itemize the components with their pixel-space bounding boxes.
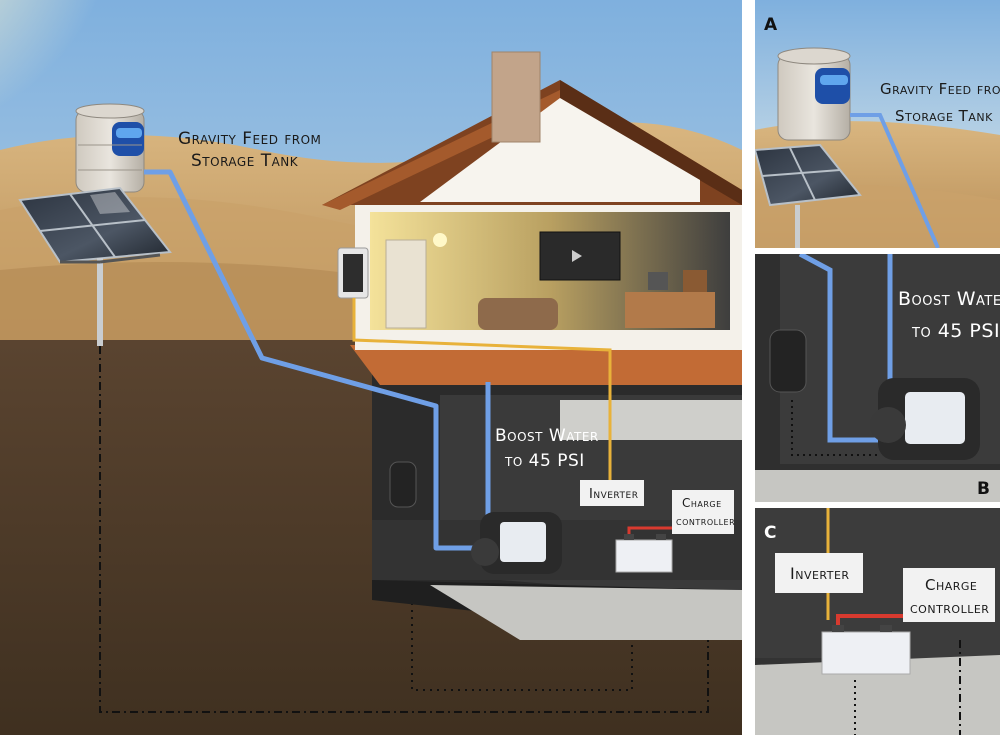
gravity-feed-label-line2: Storage Tank — [191, 151, 299, 171]
inverter-label: Inverter — [589, 487, 638, 502]
storage-tank — [76, 104, 144, 192]
panel-c-inverter-label: Inverter — [790, 564, 850, 583]
panel-a-gravity-label-line2: Storage Tank — [895, 107, 993, 125]
sofa — [478, 298, 558, 330]
panel-a-gravity-label-line1: Gravity Feed from — [880, 80, 1000, 98]
charge-controller-label-line1: Charge — [682, 496, 722, 510]
boost-water-label-line2: to 45 PSI — [504, 451, 585, 471]
gravity-feed-label-line1: Gravity Feed from — [178, 129, 321, 149]
booster-pump — [471, 512, 562, 574]
panel-b-booster-pump — [870, 378, 980, 460]
panel-b-boost-label-line2: to 45 PSI — [911, 320, 1000, 342]
pressure-controller — [390, 462, 416, 507]
panel-c-charge-label-line1: Charge — [925, 576, 977, 594]
panel-c-letter: C — [764, 523, 776, 543]
inset-panel-b: Boost Water to 45 PSI B — [755, 254, 1000, 502]
panel-a-letter: A — [764, 15, 778, 35]
boost-water-label-line1: Boost Water — [495, 426, 599, 446]
chimney — [492, 52, 540, 142]
refrigerator — [386, 240, 426, 328]
main-scene: Gravity Feed from Storage Tank Boost Wat… — [0, 0, 742, 735]
inset-panel-a: Gravity Feed from Storage Tank A — [755, 0, 1000, 248]
panel-c-charge-label-line2: controller — [910, 599, 989, 617]
panel-b-letter: B — [977, 479, 990, 499]
inset-panel-c: Inverter Charge controller C — [755, 508, 1000, 735]
charge-controller-label-line2: controller — [676, 514, 735, 528]
panel-b-boost-label-line1: Boost Water — [898, 288, 1000, 310]
desk — [625, 292, 715, 328]
light-bulb-icon — [433, 233, 447, 247]
